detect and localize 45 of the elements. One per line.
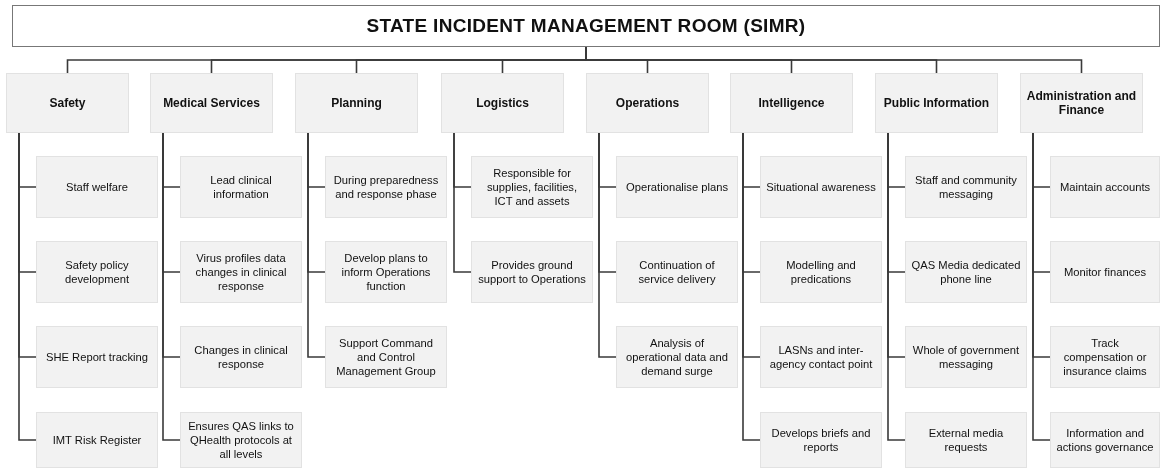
- task-box: Whole of government messaging: [905, 326, 1027, 388]
- function-box: Administration and Finance: [1020, 73, 1143, 133]
- task-box: LASNs and inter-agency contact point: [760, 326, 882, 388]
- task-box: Support Command and Control Management Group: [325, 326, 447, 388]
- function-box: Medical Services: [150, 73, 273, 133]
- task-box: QAS Media dedicated phone line: [905, 241, 1027, 303]
- function-box: Planning: [295, 73, 418, 133]
- connector-line: [453, 132, 472, 273]
- connector-line: [598, 132, 617, 358]
- connector-line: [1032, 132, 1051, 441]
- task-box: Responsible for supplies, facilities, ICT and assets: [471, 156, 593, 218]
- task-box: Develops briefs and reports: [760, 412, 882, 468]
- task-box: Maintain accounts: [1050, 156, 1160, 218]
- connector-line: [742, 132, 761, 441]
- task-box: Analysis of operational data and demand surge: [616, 326, 738, 388]
- task-box: External media requests: [905, 412, 1027, 468]
- task-box: Safety policy development: [36, 241, 158, 303]
- task-box: IMT Risk Register: [36, 412, 158, 468]
- task-box: Virus profiles data changes in clinical response: [180, 241, 302, 303]
- task-box: Staff welfare: [36, 156, 158, 218]
- function-box: Intelligence: [730, 73, 853, 133]
- task-box: Operationalise plans: [616, 156, 738, 218]
- connector-line: [887, 132, 906, 441]
- task-box: Ensures QAS links to QHealth protocols at all levels: [180, 412, 302, 468]
- function-box: Public Information: [875, 73, 998, 133]
- function-box: Operations: [586, 73, 709, 133]
- connector-line: [18, 132, 37, 441]
- task-box: Develop plans to inform Operations function: [325, 241, 447, 303]
- connector-line: [307, 132, 326, 358]
- title-box: STATE INCIDENT MANAGEMENT ROOM (SIMR): [12, 5, 1160, 47]
- task-box: Monitor finances: [1050, 241, 1160, 303]
- task-box: Changes in clinical response: [180, 326, 302, 388]
- function-box: Logistics: [441, 73, 564, 133]
- task-box: SHE Report tracking: [36, 326, 158, 388]
- task-box: Modelling and predications: [760, 241, 882, 303]
- task-box: Staff and community messaging: [905, 156, 1027, 218]
- task-box: Information and actions governance: [1050, 412, 1160, 468]
- function-box: Safety: [6, 73, 129, 133]
- task-box: Continuation of service delivery: [616, 241, 738, 303]
- connector-line: [162, 132, 181, 441]
- task-box: Provides ground support to Operations: [471, 241, 593, 303]
- task-box: Lead clinical information: [180, 156, 302, 218]
- task-box: During preparedness and response phase: [325, 156, 447, 218]
- task-box: Situational awareness: [760, 156, 882, 218]
- task-box: Track compensation or insurance claims: [1050, 326, 1160, 388]
